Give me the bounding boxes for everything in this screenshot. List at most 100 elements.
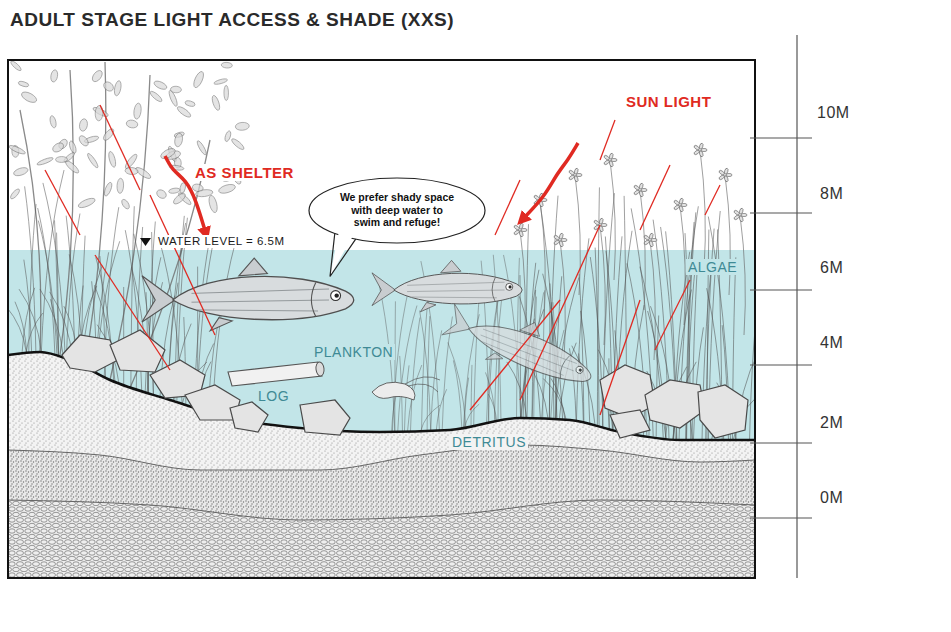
sunlight-ray: [655, 280, 690, 350]
tree-leaf: [213, 78, 227, 86]
tree-leaf: [55, 156, 67, 162]
fish: [142, 258, 354, 331]
fish-stripes: [192, 289, 330, 311]
scale-label: 0M: [818, 489, 845, 507]
rock: [610, 410, 650, 438]
flower-stem: [610, 160, 615, 280]
sunlight-ray: [640, 165, 670, 230]
tree-leaf: [68, 140, 77, 154]
flower-stem: [560, 240, 565, 360]
fish-fin: [239, 258, 268, 276]
tree-leaf: [230, 137, 245, 151]
fish-stripes: [478, 326, 577, 378]
tree-leaf: [77, 196, 96, 209]
speech-bubble: We prefer shady space with deep water to…: [308, 177, 486, 244]
reed-blade: [51, 299, 59, 357]
fish-tail: [372, 273, 395, 306]
scale-tick: [750, 289, 812, 290]
reed-blade: [398, 306, 417, 432]
tree-leaf: [224, 130, 232, 142]
reed-blade: [40, 289, 64, 358]
flower-petal: [739, 208, 744, 215]
flower-stem: [700, 150, 705, 270]
tree-leaf: [13, 166, 29, 177]
habitat-label: PLANKTON: [312, 344, 395, 360]
habitat-label: DETRITUS: [450, 434, 528, 450]
tree-leaf: [77, 134, 90, 147]
tree-leaf: [133, 103, 142, 120]
scale-label: 2M: [818, 414, 845, 432]
reed-blade: [25, 186, 36, 352]
shrimp-antenna: [405, 377, 440, 392]
scale-label: 4M: [818, 334, 845, 352]
tree-leaf: [120, 198, 131, 210]
fish-eye: [331, 291, 341, 301]
flower-stem: [640, 190, 645, 310]
tree-leaf: [207, 195, 218, 214]
flower-stem: [600, 225, 605, 345]
shrimp: [372, 382, 415, 400]
flower-petal: [693, 149, 700, 155]
tree-leaf: [86, 152, 99, 169]
scale-tick: [750, 137, 812, 138]
reed-blade: [543, 379, 566, 420]
rock: [230, 402, 268, 432]
reed-blade: [471, 365, 473, 426]
tree-leaf: [170, 86, 181, 93]
reed-blade: [8, 307, 27, 354]
habitat-label: ALGAE: [686, 259, 739, 275]
fish-fin: [210, 318, 232, 331]
reed-blade: [24, 260, 32, 353]
fish-pupil: [509, 285, 512, 288]
tree-leaf: [102, 80, 115, 93]
log-body: [228, 362, 322, 386]
sunlight-ray: [495, 180, 520, 235]
frame: [8, 60, 755, 578]
fish: [372, 260, 522, 311]
tree-leaf: [153, 79, 168, 91]
flower-petal: [639, 183, 644, 190]
rock: [645, 380, 705, 428]
fish-pupil: [578, 368, 582, 372]
tree-leaf: [18, 80, 29, 87]
flower-petal: [513, 229, 520, 235]
speech-bubble-tail-fill: [330, 231, 353, 276]
sunlight-ray: [520, 225, 600, 400]
water-level-marker: [140, 238, 151, 246]
sunlight-ray: [95, 255, 170, 370]
tree-leaf: [9, 188, 21, 200]
tree-branch: [20, 110, 41, 352]
reed-blade: [22, 288, 35, 354]
fish: [439, 292, 602, 399]
tree-leaf: [211, 95, 221, 112]
reed-blade: [19, 289, 41, 352]
reed-blade: [420, 311, 431, 431]
fish-tail: [142, 276, 175, 322]
tree-leaf: [176, 105, 192, 119]
callout-label: SUN LIGHT: [624, 93, 713, 110]
scale-axis: [796, 35, 797, 578]
flower-petal: [553, 239, 560, 245]
sunlight-ray: [470, 300, 560, 410]
speech-bubble-tail: [330, 233, 356, 276]
diagram-title: ADULT STAGE LIGHT ACCESS & SHADE (XXS): [10, 9, 454, 31]
speech-bubble-ellipse: [309, 178, 485, 243]
flower-petal: [733, 214, 740, 220]
tree-leaf: [224, 85, 229, 100]
sunlight-arrow: [522, 143, 578, 220]
tree-leaf: [196, 140, 208, 156]
flower-petal: [574, 168, 579, 175]
fish-body: [394, 273, 522, 304]
tree-leaf: [90, 69, 104, 84]
fish-tail: [442, 304, 477, 344]
rock: [110, 330, 165, 372]
scale-label: 10M: [815, 104, 852, 122]
flower-stem: [540, 200, 545, 320]
tree-leaf: [221, 62, 232, 68]
fish-eye: [575, 365, 584, 374]
fish-fin: [441, 260, 461, 272]
tree-leaf: [103, 181, 113, 196]
tree-leaf: [79, 118, 89, 132]
flower-petal: [679, 198, 684, 205]
